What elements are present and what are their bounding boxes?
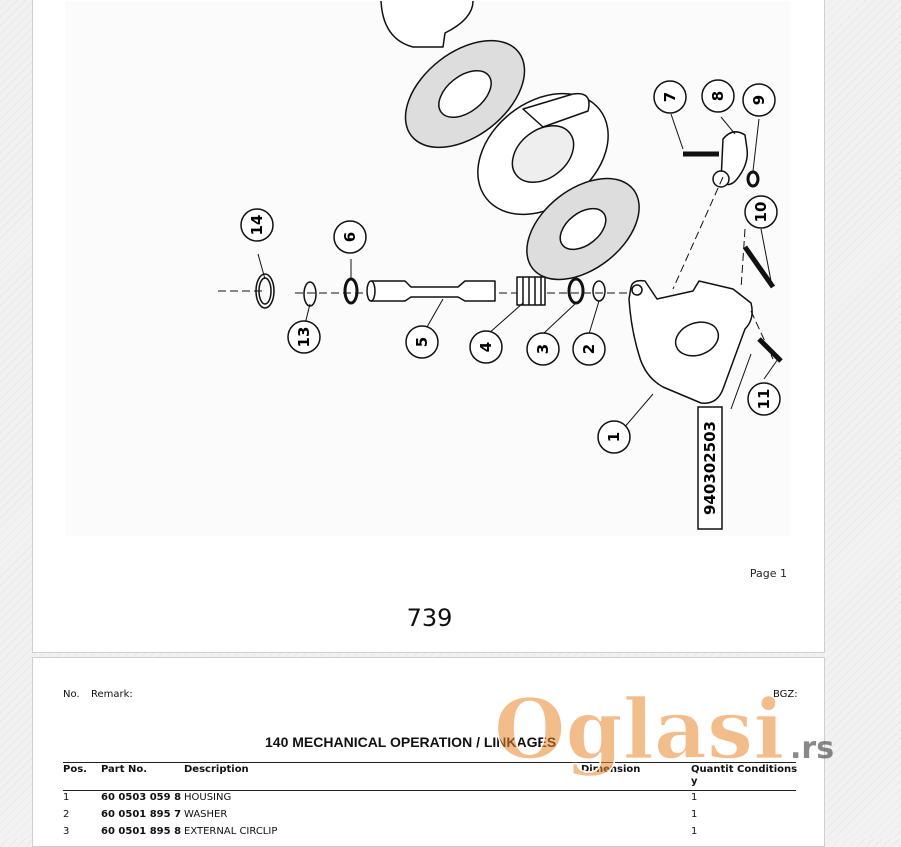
callout-3: 3 xyxy=(526,332,560,366)
watermark-suffix: .rs xyxy=(790,731,834,766)
callout-11: 11 xyxy=(747,382,781,416)
table-row: 2 60 0501 895 7 WASHER 1 xyxy=(63,809,698,820)
page-label: Page 1 xyxy=(749,567,787,580)
ring-9 xyxy=(746,170,760,188)
callout-label: 14 xyxy=(248,215,266,236)
catalog-page-diagram: 1 2 3 4 5 6 7 8 9 10 11 13 14 940302503 Page 1 739 xyxy=(32,0,825,653)
callout-5: 5 xyxy=(405,325,439,359)
callout-10: 10 xyxy=(744,195,778,229)
callout-2: 2 xyxy=(572,332,606,366)
callout-label: 2 xyxy=(580,344,598,354)
column-header-conditions: Conditions xyxy=(737,764,798,775)
catalog-page-parts-list: No. Remark: BGZ: 140 MECHANICAL OPERATIO… xyxy=(32,657,825,847)
bgz-label: BGZ: xyxy=(773,689,798,700)
oglasi-watermark-logo: Oglasi .rs xyxy=(493,681,834,779)
column-header-quantity-wrap: y xyxy=(691,776,698,787)
watermark-text: Oglasi xyxy=(494,682,784,778)
spring-4 xyxy=(516,276,546,306)
callout-label: 6 xyxy=(341,232,359,242)
pin-11 xyxy=(757,337,783,363)
table-row: 1 60 0503 059 8 HOUSING 1 xyxy=(63,792,698,803)
callout-label: 7 xyxy=(661,92,679,102)
callout-9: 9 xyxy=(742,83,776,117)
callout-label: 3 xyxy=(534,344,552,354)
column-header-part-no: Part No. xyxy=(101,764,148,775)
column-header-quantity: Quantit xyxy=(691,764,734,775)
drawing-number-box: 940302503 xyxy=(697,406,723,530)
section-title: 140 MECHANICAL OPERATION / LINKAGES xyxy=(265,734,557,750)
callout-label: 5 xyxy=(413,337,431,347)
shaft-5 xyxy=(370,280,496,302)
header-rule-top xyxy=(63,762,796,763)
table-row: 3 60 0501 895 8 EXTERNAL CIRCLIP 1 xyxy=(63,826,698,837)
callout-8: 8 xyxy=(701,79,735,113)
circlip-14 xyxy=(255,273,275,309)
callout-label: 1 xyxy=(605,432,623,442)
callout-6: 6 xyxy=(333,220,367,254)
remark-label: Remark: xyxy=(91,689,133,700)
callout-7: 7 xyxy=(653,80,687,114)
drawing-number: 940302503 xyxy=(701,421,719,515)
no-label: No. xyxy=(63,689,80,700)
column-header-description: Description xyxy=(184,764,249,775)
callout-14: 14 xyxy=(240,208,274,242)
callout-1: 1 xyxy=(597,420,631,454)
callout-label: 9 xyxy=(750,95,768,105)
exploded-parts-diagram: 1 2 3 4 5 6 7 8 9 10 11 13 14 940302503 xyxy=(65,0,790,536)
pin-10 xyxy=(742,245,776,289)
column-header-pos: Pos. xyxy=(63,764,87,775)
header-rule-bottom xyxy=(63,790,796,791)
page-number: 739 xyxy=(406,604,453,632)
callout-label: 8 xyxy=(709,91,727,101)
callout-4: 4 xyxy=(469,330,503,364)
callout-13: 13 xyxy=(287,320,321,354)
top-disc-part xyxy=(380,0,474,48)
callout-label: 4 xyxy=(477,342,495,352)
callout-label: 13 xyxy=(295,327,313,348)
callout-label: 11 xyxy=(755,389,773,410)
callout-label: 10 xyxy=(752,202,770,223)
column-header-dimension: Dimension xyxy=(581,764,641,775)
